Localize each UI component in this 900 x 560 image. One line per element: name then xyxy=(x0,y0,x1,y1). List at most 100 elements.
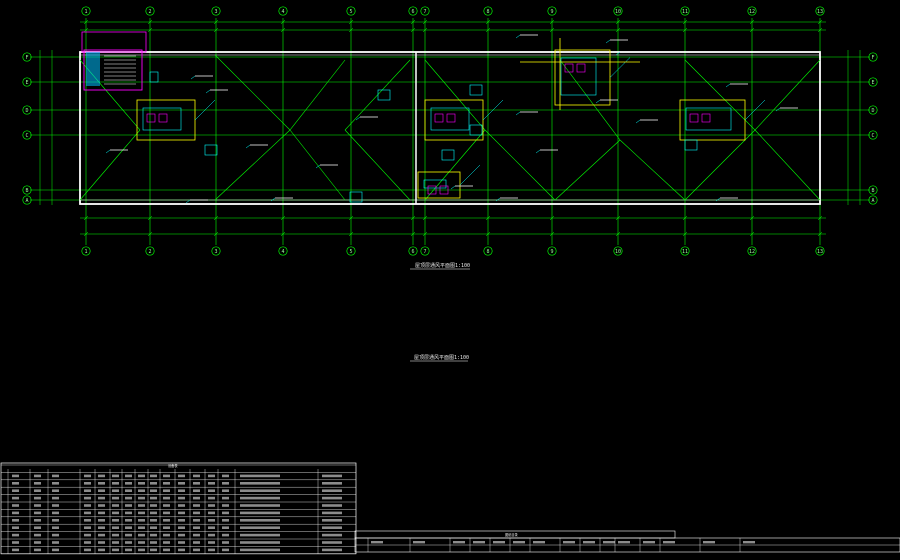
table-cell-text xyxy=(12,541,19,544)
table-cell-text xyxy=(52,526,59,529)
grid-bubble xyxy=(278,246,288,256)
table-cell-text xyxy=(322,519,342,522)
table-cell-text xyxy=(178,496,185,500)
table-cell-text xyxy=(208,511,215,515)
lower-plan-title: 屋顶层通风平面图1:100 xyxy=(414,354,469,361)
table-cell-text xyxy=(125,474,132,478)
roof-slope-line xyxy=(289,59,346,131)
table-cell-text xyxy=(322,496,342,500)
plan-title: 屋顶层通风平面图1:100 xyxy=(415,262,470,269)
table-cell-text xyxy=(240,482,280,485)
table-cell-text xyxy=(150,533,157,537)
table-cell-text xyxy=(34,482,41,485)
table-cell-text xyxy=(125,541,132,544)
fan-symbol xyxy=(689,113,699,123)
grid-bubble xyxy=(346,6,356,16)
table-cell-text xyxy=(112,548,119,552)
table-cell-text xyxy=(125,496,132,500)
table-cell-text xyxy=(322,511,342,515)
dimension-tick xyxy=(280,215,286,221)
roof-slope-line xyxy=(424,129,486,201)
table-cell-text xyxy=(193,519,200,522)
table-cell-text xyxy=(84,541,91,544)
annotation-leader xyxy=(270,197,276,202)
table-cell-text xyxy=(208,474,215,478)
grid-bubble-label: 4 xyxy=(281,9,284,15)
table-cell-text xyxy=(12,519,19,522)
roof-slope-line xyxy=(344,59,411,131)
roof-slope-line xyxy=(484,129,556,201)
grid-bubble xyxy=(81,246,91,256)
table-cell-text xyxy=(193,541,200,544)
dimension-tick xyxy=(147,231,153,237)
table-cell-text xyxy=(112,511,119,515)
grid-bubble xyxy=(868,130,878,140)
dimension-tick xyxy=(682,231,688,237)
dimension-tick xyxy=(549,231,555,237)
dimension-tick xyxy=(348,19,354,25)
table-cell-text xyxy=(193,474,200,478)
dimension-tick xyxy=(549,215,555,221)
leader-line xyxy=(744,99,766,121)
grid-bubble xyxy=(420,6,430,16)
annotation-leader xyxy=(205,89,211,94)
table-cell-text xyxy=(52,519,59,522)
grid-bubble xyxy=(81,6,91,16)
grid-bubble-label: F xyxy=(25,55,28,61)
table-cell-text xyxy=(125,533,132,537)
grid-bubble xyxy=(211,246,221,256)
grid-bubble xyxy=(747,6,757,16)
table-cell-text xyxy=(12,548,19,552)
grid-bubble-label: 5 xyxy=(349,9,352,15)
dimension-tick xyxy=(682,19,688,25)
grid-bubble-label: B xyxy=(871,188,874,194)
grid-bubble-label: 11 xyxy=(682,9,688,15)
dimension-tick xyxy=(410,215,416,221)
table-cell-text xyxy=(178,533,185,537)
title-block-text xyxy=(473,541,485,544)
grid-bubble xyxy=(815,6,825,16)
dimension-tick xyxy=(485,27,491,33)
dimension-tick xyxy=(410,19,416,25)
dimension-tick xyxy=(485,231,491,237)
grid-bubble xyxy=(346,246,356,256)
dimension-tick xyxy=(147,27,153,33)
table-cell-text xyxy=(12,533,19,537)
annotation-leader xyxy=(515,111,521,116)
table-cell-text xyxy=(163,496,170,500)
table-cell-text xyxy=(112,533,119,537)
table-cell-text xyxy=(125,519,132,522)
dimension-tick xyxy=(422,231,428,237)
table-cell-text xyxy=(52,548,59,552)
leader-line xyxy=(609,57,631,78)
grid-bubble-label: 10 xyxy=(615,249,621,255)
title-block-text xyxy=(663,541,675,544)
dimension-tick xyxy=(485,19,491,25)
grid-bubble-label: 6 xyxy=(411,9,414,15)
dimension-tick xyxy=(83,215,89,221)
grid-bubble-label: 11 xyxy=(682,249,688,255)
dimension-tick xyxy=(615,19,621,25)
table-cell-text xyxy=(112,496,119,500)
fan-symbol xyxy=(701,113,711,123)
grid-bubble-label: 7 xyxy=(423,9,426,15)
table-cell-text xyxy=(112,526,119,529)
fan-symbol xyxy=(427,185,437,195)
fan-unit xyxy=(685,107,732,131)
table-cell-text xyxy=(150,519,157,522)
annotation-leader xyxy=(515,34,521,39)
table-cell-text xyxy=(240,526,280,529)
grid-bubble-label: A xyxy=(25,198,28,204)
table-cell-text xyxy=(222,496,229,500)
grid-bubble-label: 5 xyxy=(349,249,352,255)
leader-line xyxy=(194,99,216,121)
roof-slope-line xyxy=(754,129,821,201)
fan-unit xyxy=(430,107,470,131)
table-cell-text xyxy=(322,526,342,529)
table-cell-text xyxy=(98,533,105,537)
dimension-tick xyxy=(549,27,555,33)
table-cell-text xyxy=(163,541,170,544)
table-cell-text xyxy=(138,482,145,485)
annotation-leader xyxy=(605,39,611,44)
table-cell-text xyxy=(138,541,145,544)
